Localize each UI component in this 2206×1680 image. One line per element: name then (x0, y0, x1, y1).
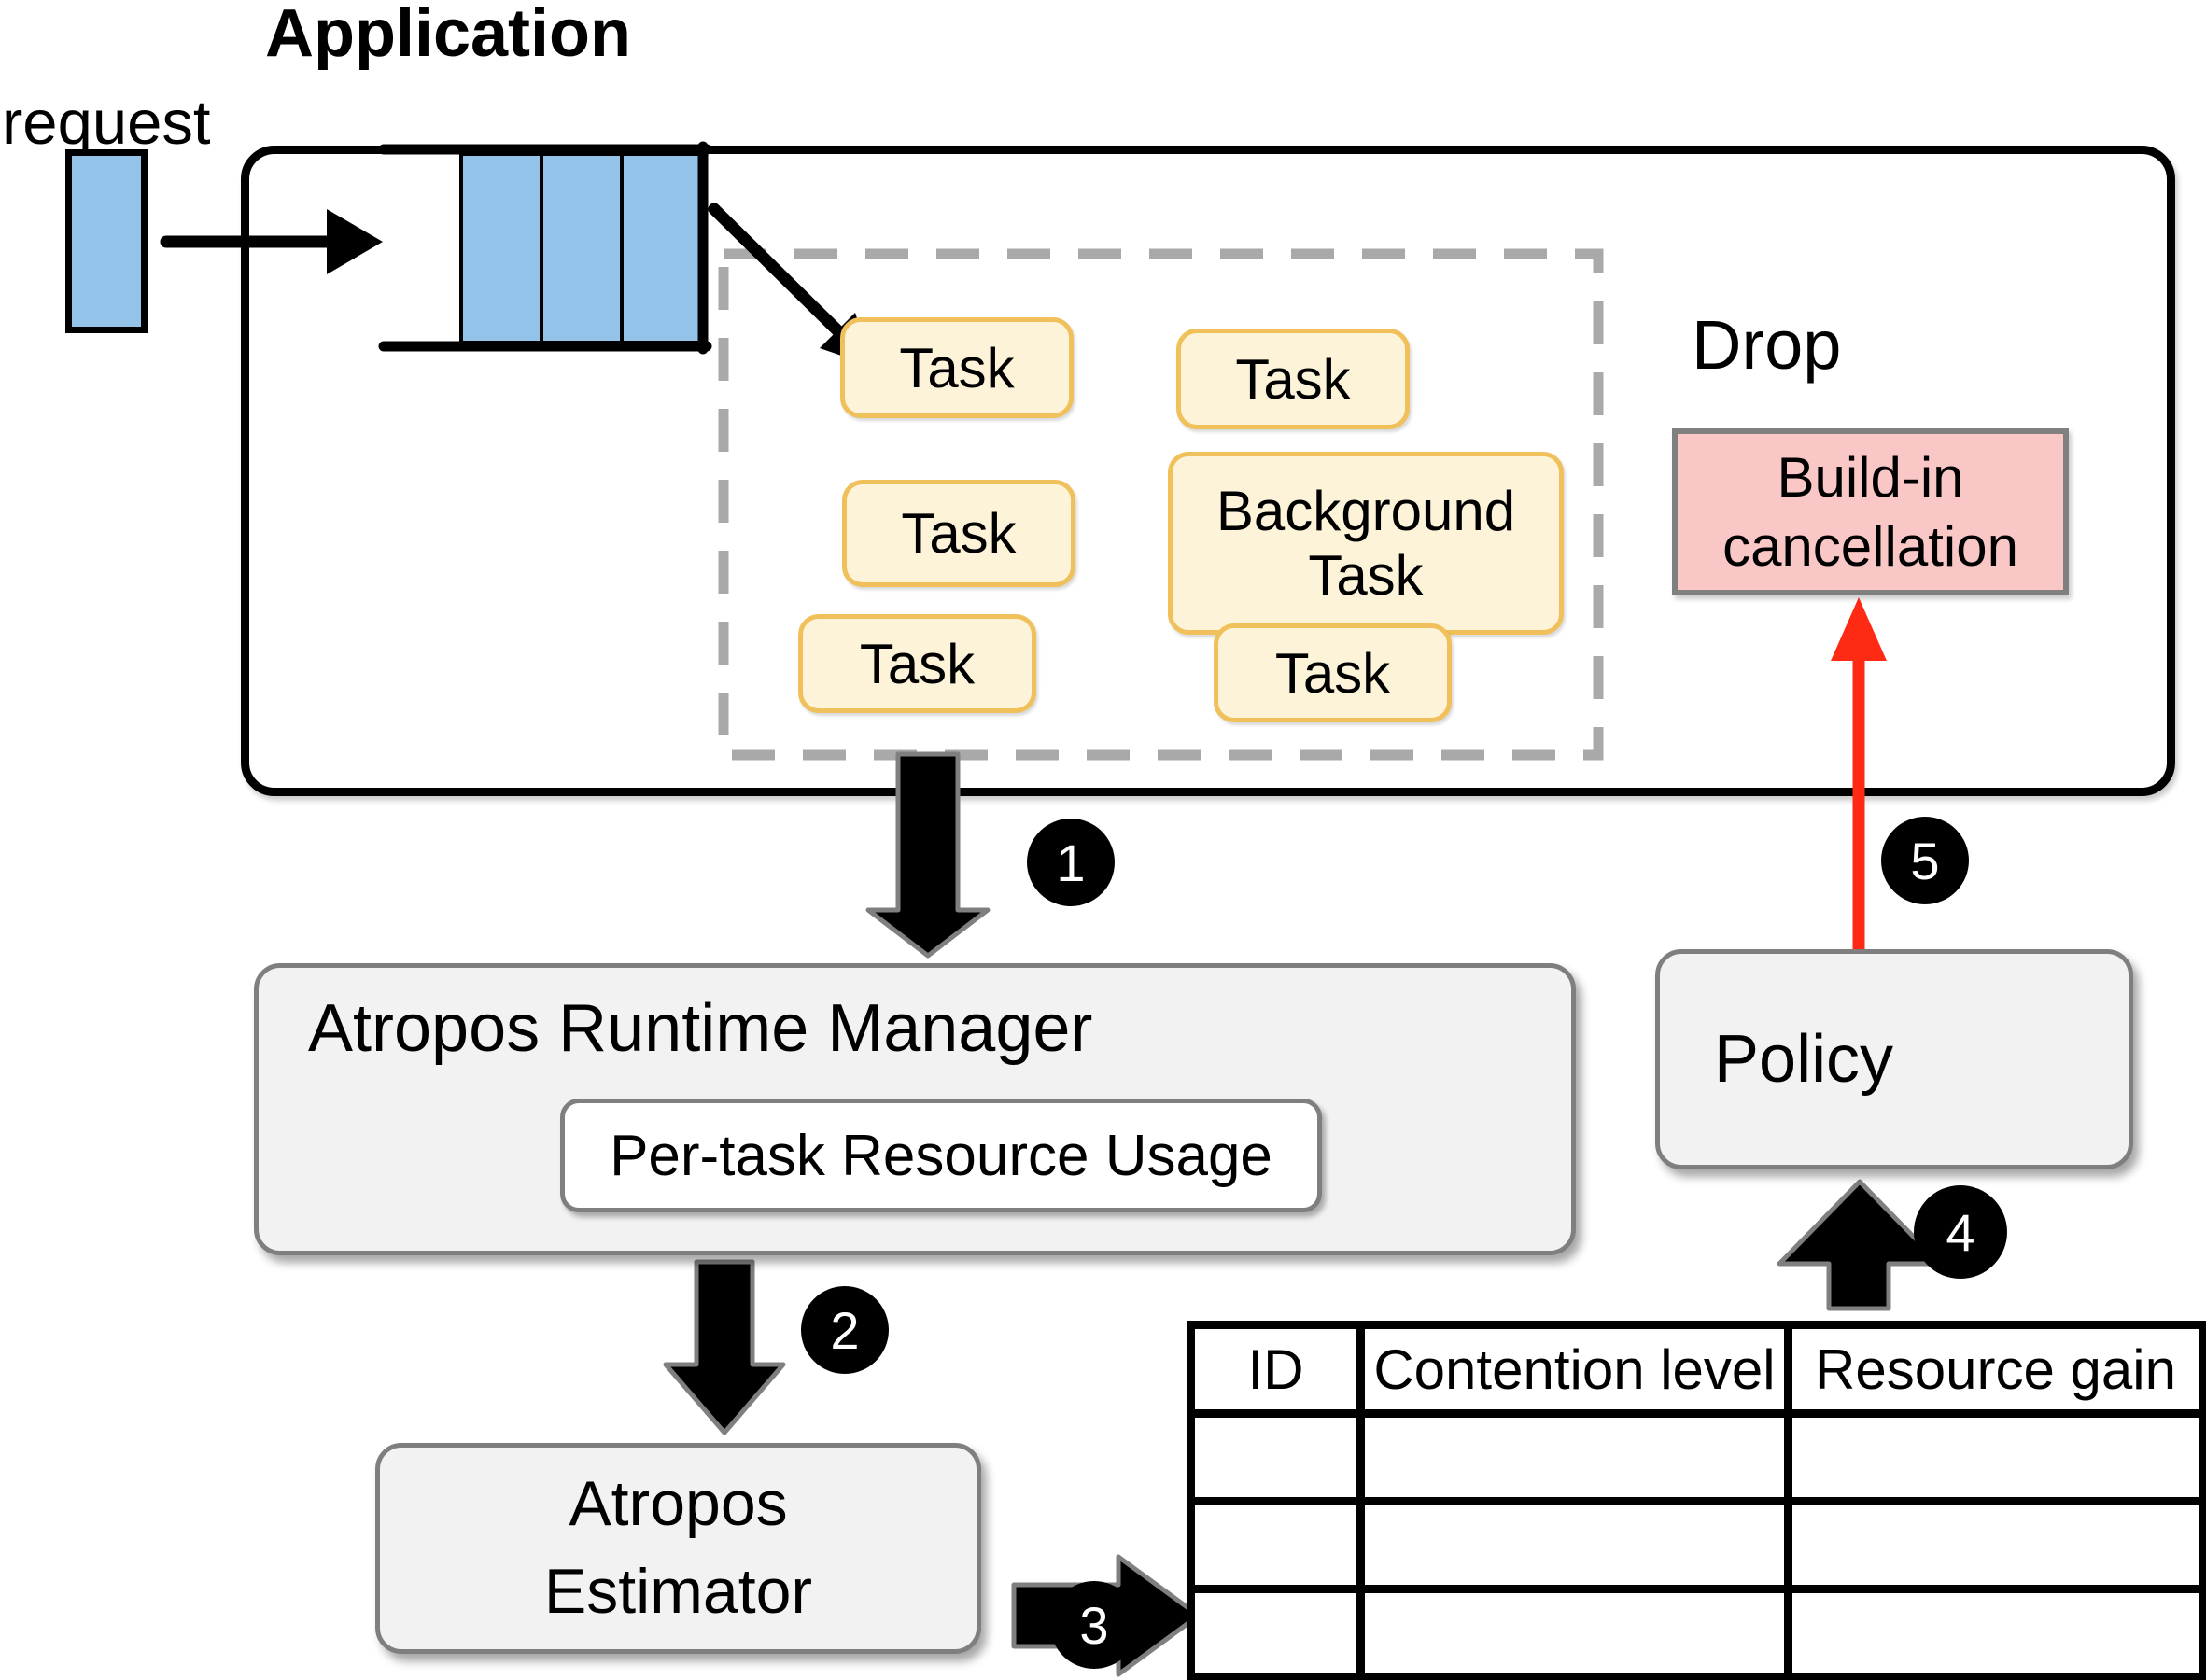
table-header-row: ID Contention level Resource gain (1187, 1321, 2206, 1418)
task-box: Task (842, 480, 1075, 587)
resource-gain-table: ID Contention level Resource gain (1187, 1321, 2206, 1680)
table-cell (1356, 1409, 1792, 1505)
task-box: Task (840, 317, 1074, 418)
step-1-arrow (865, 751, 991, 959)
table-row (1187, 1585, 2206, 1680)
step-5-arrow-head (1831, 597, 1887, 661)
step-1-badge: 1 (1027, 819, 1115, 906)
builtin-cancellation-box: Build-in cancellation (1672, 428, 2069, 595)
per-task-resource-usage-box: Per-task Resource Usage (560, 1099, 1322, 1212)
runtime-manager-title: Atropos Runtime Manager (308, 991, 1093, 1066)
policy-label: Policy (1714, 1022, 1894, 1097)
resource-gain-table-grid: ID Contention level Resource gain (1187, 1321, 2206, 1680)
table-row (1187, 1497, 2206, 1593)
estimator-box: Atropos Estimator (375, 1443, 981, 1654)
table-cell (1784, 1409, 2206, 1505)
task-box: Task (1214, 623, 1452, 722)
task-box: Task (798, 614, 1036, 713)
estimator-line1: Atropos (569, 1468, 788, 1540)
request-box (65, 149, 148, 333)
request-label: request (2, 88, 211, 158)
queue-cells (459, 152, 704, 344)
policy-box: Policy (1655, 949, 2133, 1169)
table-cell (1784, 1585, 2206, 1680)
step-2-badge: 2 (801, 1286, 889, 1374)
table-cell (1784, 1497, 2206, 1593)
background-task-box: Background Task (1168, 452, 1564, 635)
task-box: Task (1176, 329, 1410, 429)
estimator-line2: Estimator (543, 1556, 813, 1627)
step-3-badge: 3 (1050, 1581, 1138, 1669)
table-cell (1187, 1497, 1365, 1593)
table-cell (1356, 1585, 1792, 1680)
step-2-arrow (663, 1259, 786, 1435)
table-row (1187, 1409, 2206, 1505)
table-header-contention-level: Contention level (1356, 1321, 1792, 1418)
table-header-id: ID (1187, 1321, 1365, 1418)
application-title: Application (265, 0, 631, 71)
step-4-badge: 4 (1914, 1185, 2007, 1279)
step-5-badge: 5 (1881, 817, 1969, 904)
table-cell (1187, 1409, 1365, 1505)
application-container (241, 146, 2175, 796)
table-cell (1356, 1497, 1792, 1593)
request-arrow-head (327, 209, 383, 274)
table-cell (1187, 1585, 1365, 1680)
drop-label: Drop (1692, 306, 1842, 384)
table-header-resource-gain: Resource gain (1784, 1321, 2206, 1418)
queue-to-task-arrow-shaft (708, 203, 844, 337)
task-pool-dashed-border (718, 248, 1604, 761)
step-4-arrow (1777, 1179, 1943, 1311)
